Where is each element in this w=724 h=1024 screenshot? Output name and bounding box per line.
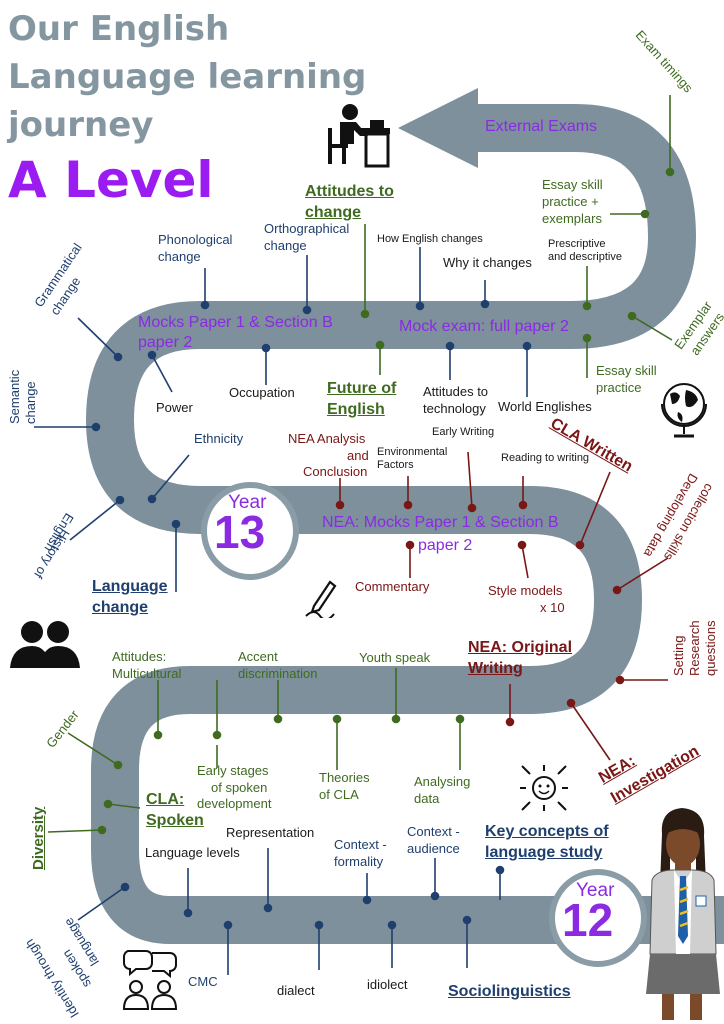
topic-analysing-2: data bbox=[414, 791, 440, 806]
topic-semantic-1: Semantic bbox=[7, 369, 22, 424]
topic-attitudes-multi-1: Attitudes: bbox=[112, 649, 167, 664]
topic-nea-analysis-3: Conclusion bbox=[303, 464, 368, 479]
heading-language-change-1: Language bbox=[92, 578, 168, 595]
topic-essay-skill-2: practice + bbox=[542, 194, 599, 209]
topic-attitudes-tech-2: technology bbox=[423, 401, 486, 416]
topic-orthographical-1: Orthographical bbox=[264, 221, 350, 236]
topic-power: Power bbox=[156, 400, 193, 415]
topic-prescriptive-1: Prescriptive bbox=[548, 238, 606, 250]
topic-setting-3: questions bbox=[703, 620, 718, 676]
child-face-icon bbox=[520, 765, 568, 811]
topic-accent-1: Accent bbox=[238, 649, 278, 664]
heading-nea-original-2: Writing bbox=[468, 660, 523, 677]
two-people-icon bbox=[10, 621, 80, 668]
heading-key-concepts-1: Key concepts of bbox=[485, 823, 609, 840]
topic-early-stages-3: development bbox=[197, 796, 272, 811]
road-label-mocks-p1-a: Mocks Paper 1 & Section B bbox=[138, 314, 333, 331]
topic-phonological-2: change bbox=[158, 249, 201, 264]
a-level-heading: A Level bbox=[8, 151, 214, 209]
topic-prescriptive-2: and descriptive bbox=[548, 251, 622, 263]
topic-nea-analysis-2: and bbox=[347, 448, 369, 463]
year13-word: Year bbox=[228, 492, 267, 513]
topic-env-factors-1: Environmental bbox=[377, 446, 448, 458]
topic-context-audience-2: audience bbox=[407, 841, 460, 856]
heading-attitudes-change-2: change bbox=[305, 204, 362, 221]
topic-dialect: dialect bbox=[277, 983, 315, 998]
topic-essay-skill-3: exemplars bbox=[542, 211, 602, 226]
topic-theories-1: Theories bbox=[319, 770, 370, 785]
heading-cla-spoken-2: Spoken bbox=[146, 812, 204, 829]
topic-context-formality-1: Context - bbox=[334, 837, 387, 852]
road-label-mock-full: Mock exam: full paper 2 bbox=[399, 318, 569, 335]
road-label-nea-mocks-b: paper 2 bbox=[418, 537, 473, 554]
topic-setting-1: Setting bbox=[671, 635, 686, 676]
topic-essay-practice-2: practice bbox=[596, 380, 642, 395]
topic-early-stages-1: Early stages bbox=[197, 763, 269, 778]
road-label-nea-mocks-a: NEA: Mocks Paper 1 & Section B bbox=[322, 514, 559, 531]
topic-youth-speak: Youth speak bbox=[359, 650, 431, 665]
heading-language-change-2: change bbox=[92, 599, 149, 616]
topic-cmc: CMC bbox=[188, 974, 218, 989]
topic-representation: Representation bbox=[226, 825, 315, 840]
topic-idiolect: idiolect bbox=[367, 977, 408, 992]
topic-commentary: Commentary bbox=[355, 579, 430, 594]
topic-context-formality-2: formality bbox=[334, 854, 384, 869]
road-label-mocks-p1-b: paper 2 bbox=[138, 334, 193, 351]
globe-icon bbox=[661, 383, 707, 438]
road-arrowhead bbox=[398, 88, 478, 168]
pen-writing-icon bbox=[305, 580, 337, 618]
topic-phonological-1: Phonological bbox=[158, 232, 233, 247]
title-line3: journey bbox=[8, 105, 154, 145]
topic-env-factors-2: Factors bbox=[377, 459, 414, 471]
year12-number: 12 bbox=[562, 894, 614, 946]
topic-accent-2: discrimination bbox=[238, 666, 318, 681]
topic-analysing-1: Analysing bbox=[414, 774, 471, 789]
topic-context-audience-1: Context - bbox=[407, 824, 460, 839]
student-girl-icon bbox=[646, 808, 720, 1020]
heading-nea-original-1: NEA: Original bbox=[468, 639, 573, 656]
topic-world-englishes: World Englishes bbox=[498, 399, 592, 414]
heading-attitudes-change-1: Attitudes to bbox=[305, 183, 394, 200]
topic-why-changes: Why it changes bbox=[443, 255, 532, 270]
year13-number: 13 bbox=[214, 506, 266, 558]
topic-orthographical-2: change bbox=[264, 238, 307, 253]
heading-cla-spoken-1: CLA: bbox=[146, 791, 185, 808]
teacher-at-desk-icon bbox=[328, 104, 390, 168]
topic-early-writing: Early Writing bbox=[432, 426, 495, 438]
speech-people-icon bbox=[122, 950, 178, 1010]
heading-future-1: Future of bbox=[327, 380, 397, 397]
topic-setting-2: Research bbox=[687, 620, 702, 676]
topic-ethnicity: Ethnicity bbox=[194, 431, 244, 446]
heading-future-2: English bbox=[327, 401, 385, 418]
title-line1: Our English bbox=[8, 9, 230, 49]
topic-language-levels: Language levels bbox=[145, 845, 240, 860]
title-line2: Language learning bbox=[8, 57, 367, 97]
topic-occupation: Occupation bbox=[229, 385, 295, 400]
topic-attitudes-tech-1: Attitudes to bbox=[423, 384, 489, 399]
topic-style-models-2: x 10 bbox=[540, 600, 565, 615]
road-label-external-exams: External Exams bbox=[485, 118, 598, 135]
heading-sociolinguistics: Sociolinguistics bbox=[448, 983, 571, 1000]
topic-early-stages-2: of spoken bbox=[211, 780, 268, 795]
topic-essay-practice-1: Essay skill bbox=[596, 363, 657, 378]
topic-theories-2: of CLA bbox=[319, 787, 359, 802]
topic-how-english: How English changes bbox=[377, 233, 483, 245]
topic-diversity: Diversity bbox=[30, 806, 47, 870]
topic-essay-skill-1: Essay skill bbox=[542, 177, 603, 192]
heading-key-concepts-2: language study bbox=[485, 844, 603, 861]
year13-circle bbox=[201, 482, 299, 580]
year12-word: Year bbox=[576, 880, 615, 901]
topic-reading-writing: Reading to writing bbox=[501, 452, 590, 464]
leader-lines bbox=[34, 95, 675, 975]
topic-nea-analysis-1: NEA Analysis bbox=[288, 431, 366, 446]
topic-style-models-1: Style models bbox=[488, 583, 563, 598]
topic-semantic-2: change bbox=[23, 381, 38, 424]
topic-attitudes-multi-2: Multicultural bbox=[112, 666, 182, 681]
year12-circle bbox=[549, 869, 647, 967]
